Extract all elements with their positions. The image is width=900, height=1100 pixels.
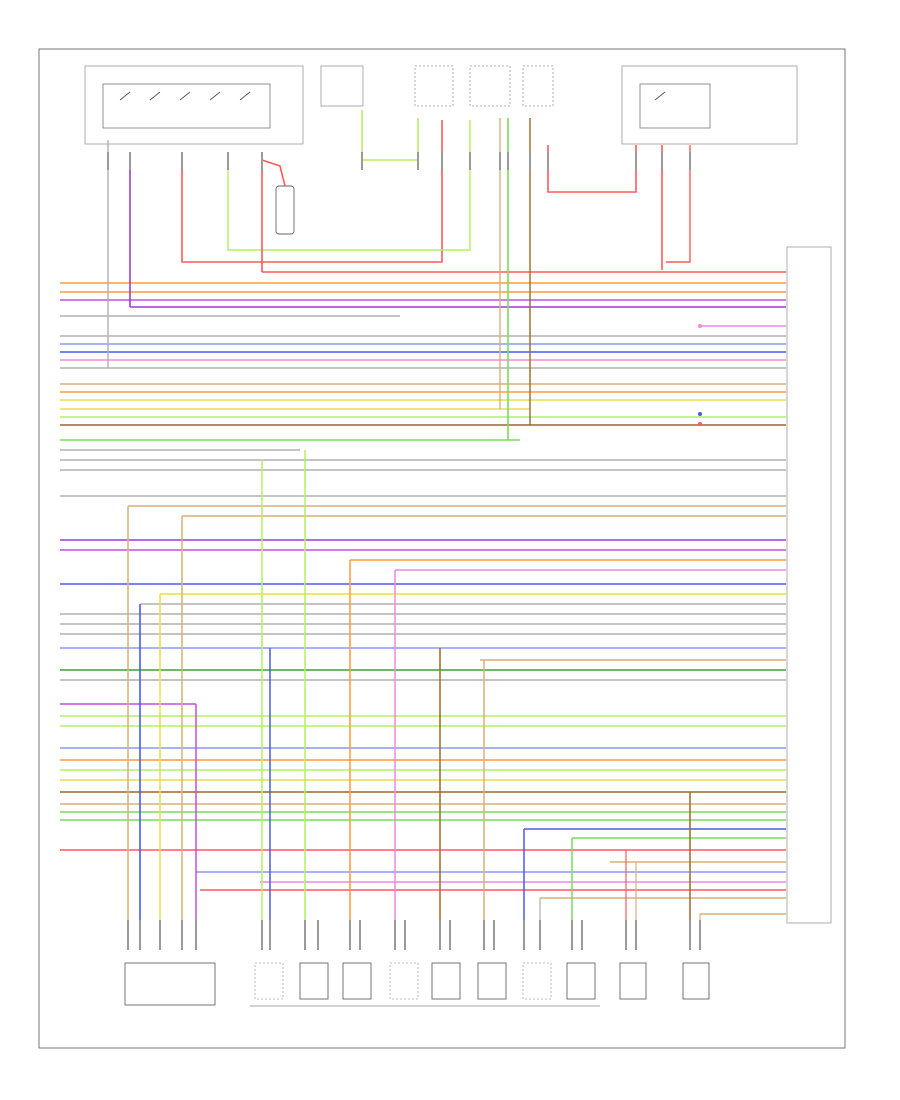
fuse-box-d	[522, 65, 554, 107]
ecm-connector	[786, 246, 832, 924]
wire-71	[666, 145, 691, 263]
injector-6	[477, 962, 507, 1000]
bottom-components	[124, 962, 710, 1007]
fuse-box-c	[469, 65, 511, 107]
wire-61	[181, 120, 443, 263]
fuse-box-b	[414, 65, 454, 107]
left-sensor-unit	[619, 962, 647, 1000]
wire-133	[149, 91, 161, 101]
wire-135	[209, 91, 221, 101]
injector-2	[299, 962, 329, 1000]
diode-component	[275, 185, 295, 235]
relay-right-switch	[639, 83, 711, 129]
fuse-box-a	[320, 65, 364, 107]
wire-134	[179, 91, 191, 101]
wire-group	[60, 91, 786, 950]
terminal-dot	[698, 422, 702, 426]
relay-box-left	[84, 65, 304, 145]
outer-frame	[38, 48, 846, 1049]
relay-switches	[102, 83, 271, 129]
top-components	[84, 65, 832, 924]
throttle-unit	[124, 962, 216, 1006]
wire-65	[361, 110, 419, 161]
terminal-dot	[698, 412, 702, 416]
wire-69	[547, 145, 637, 193]
relay-box-right	[621, 65, 798, 145]
wire-136	[239, 91, 251, 101]
injector-7	[522, 962, 552, 1000]
wire-132	[119, 91, 131, 101]
injector-8	[566, 962, 596, 1000]
injector-1	[254, 962, 284, 1000]
wire-62	[227, 120, 471, 251]
wire-64	[261, 159, 286, 187]
injector-3	[342, 962, 372, 1000]
right-sensor-unit	[682, 962, 710, 1000]
injector-5	[431, 962, 461, 1000]
terminal-dot	[698, 324, 702, 328]
wire-137	[654, 91, 666, 101]
injector-4	[389, 962, 419, 1000]
